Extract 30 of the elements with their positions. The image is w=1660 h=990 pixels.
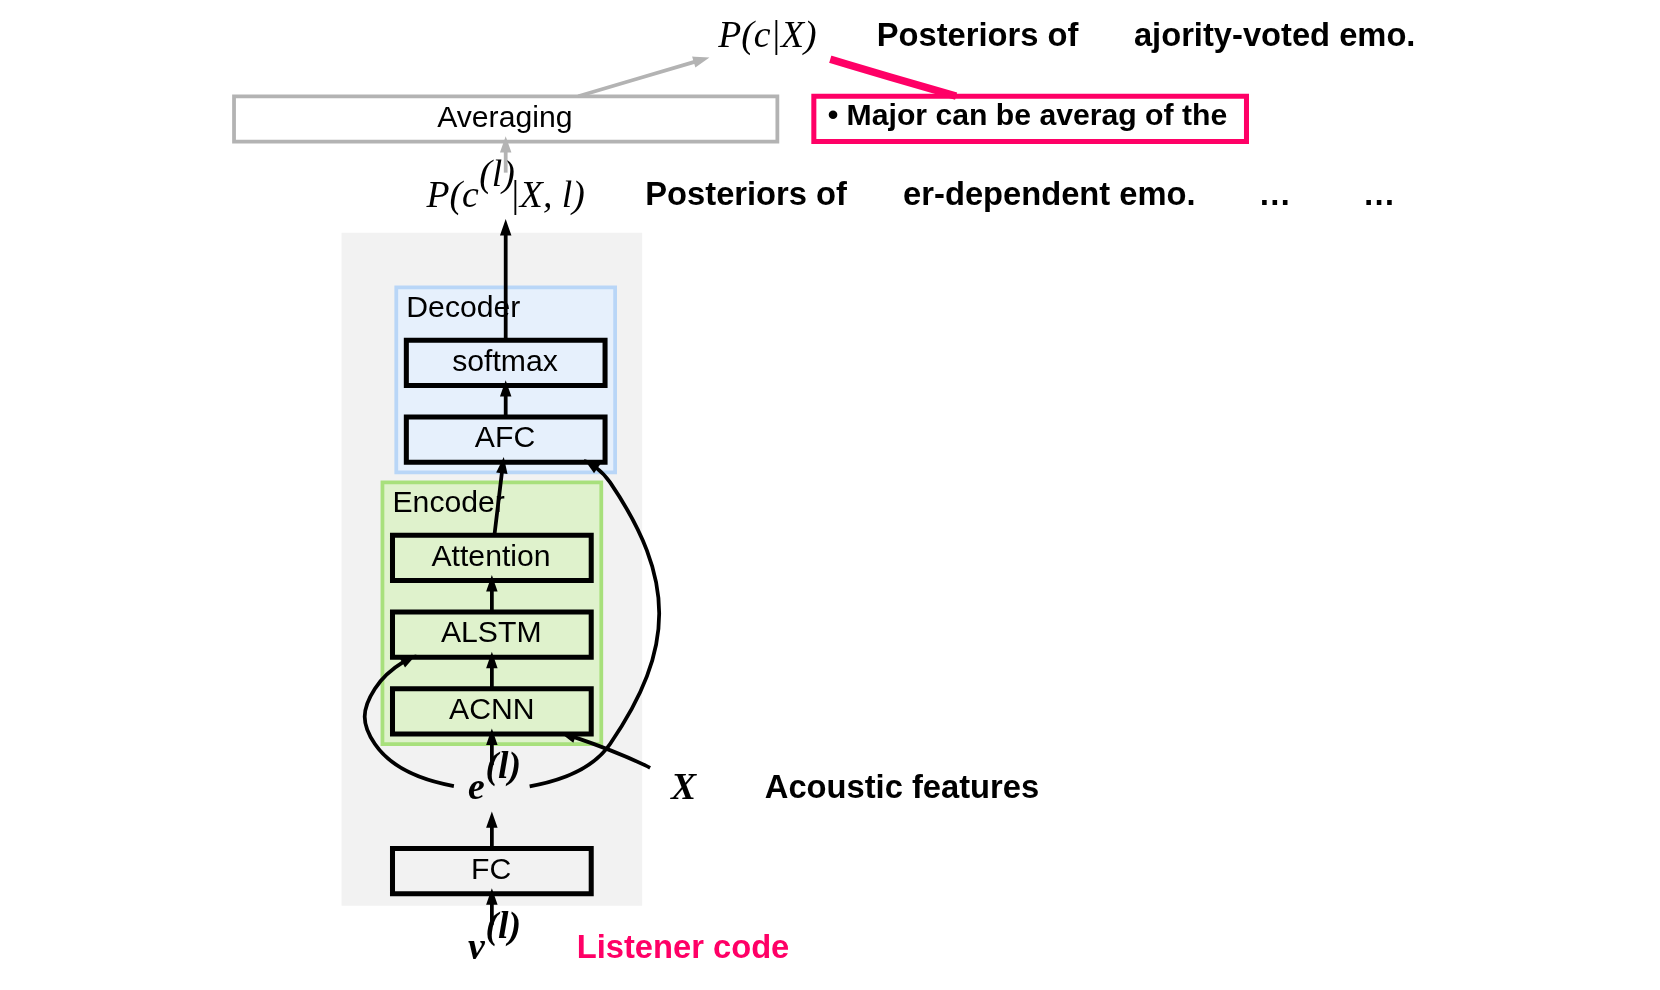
label: Acoustic features [764,767,1039,805]
node-box: softmax [403,337,608,389]
arrow [485,888,498,925]
label: … [1257,175,1291,213]
node-box: ALSTM [389,609,594,660]
connector [828,55,957,100]
node-box: FC [389,845,594,897]
label: Posteriors of [876,15,1078,53]
arrow [485,811,498,849]
arrow [485,575,498,612]
arrow [499,380,511,417]
arrow [362,654,454,788]
arrow [485,651,498,689]
node-text: X [670,765,696,808]
arrow [485,728,498,766]
label: ajority-voted emo. [1133,15,1415,53]
label: … [1362,175,1396,213]
node-box: Averaging [231,94,779,144]
label: er-dependent emo. [902,175,1196,213]
label: Listener code [576,927,789,965]
label: Posteriors of [644,175,847,213]
arrow [499,219,511,341]
node-box: • Major can be averag of the [810,93,1249,145]
node-text: P(c|X) [717,13,817,56]
node-box: ACNN [389,686,594,737]
arrow [528,459,661,789]
arrow [577,56,709,99]
node-box: Attention [389,532,594,584]
node-box: AFC [403,414,608,465]
arrow [499,136,511,173]
